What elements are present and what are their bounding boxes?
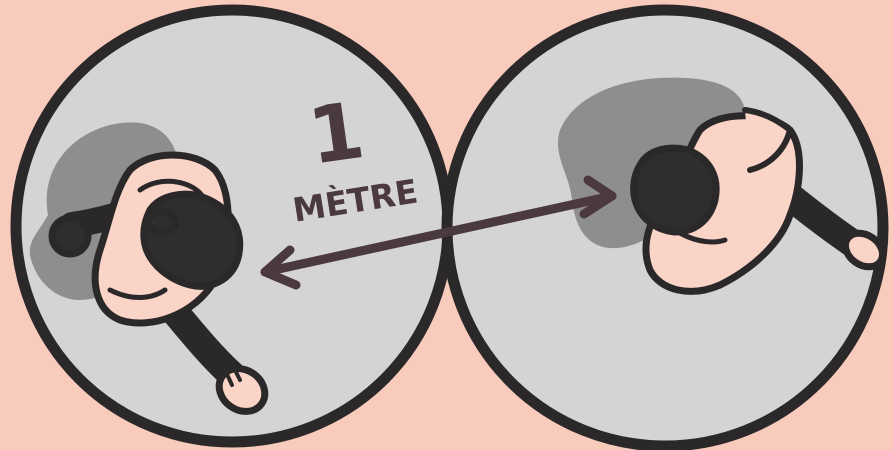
right-person-circle	[447, 10, 889, 446]
left-person-circle	[16, 10, 448, 442]
